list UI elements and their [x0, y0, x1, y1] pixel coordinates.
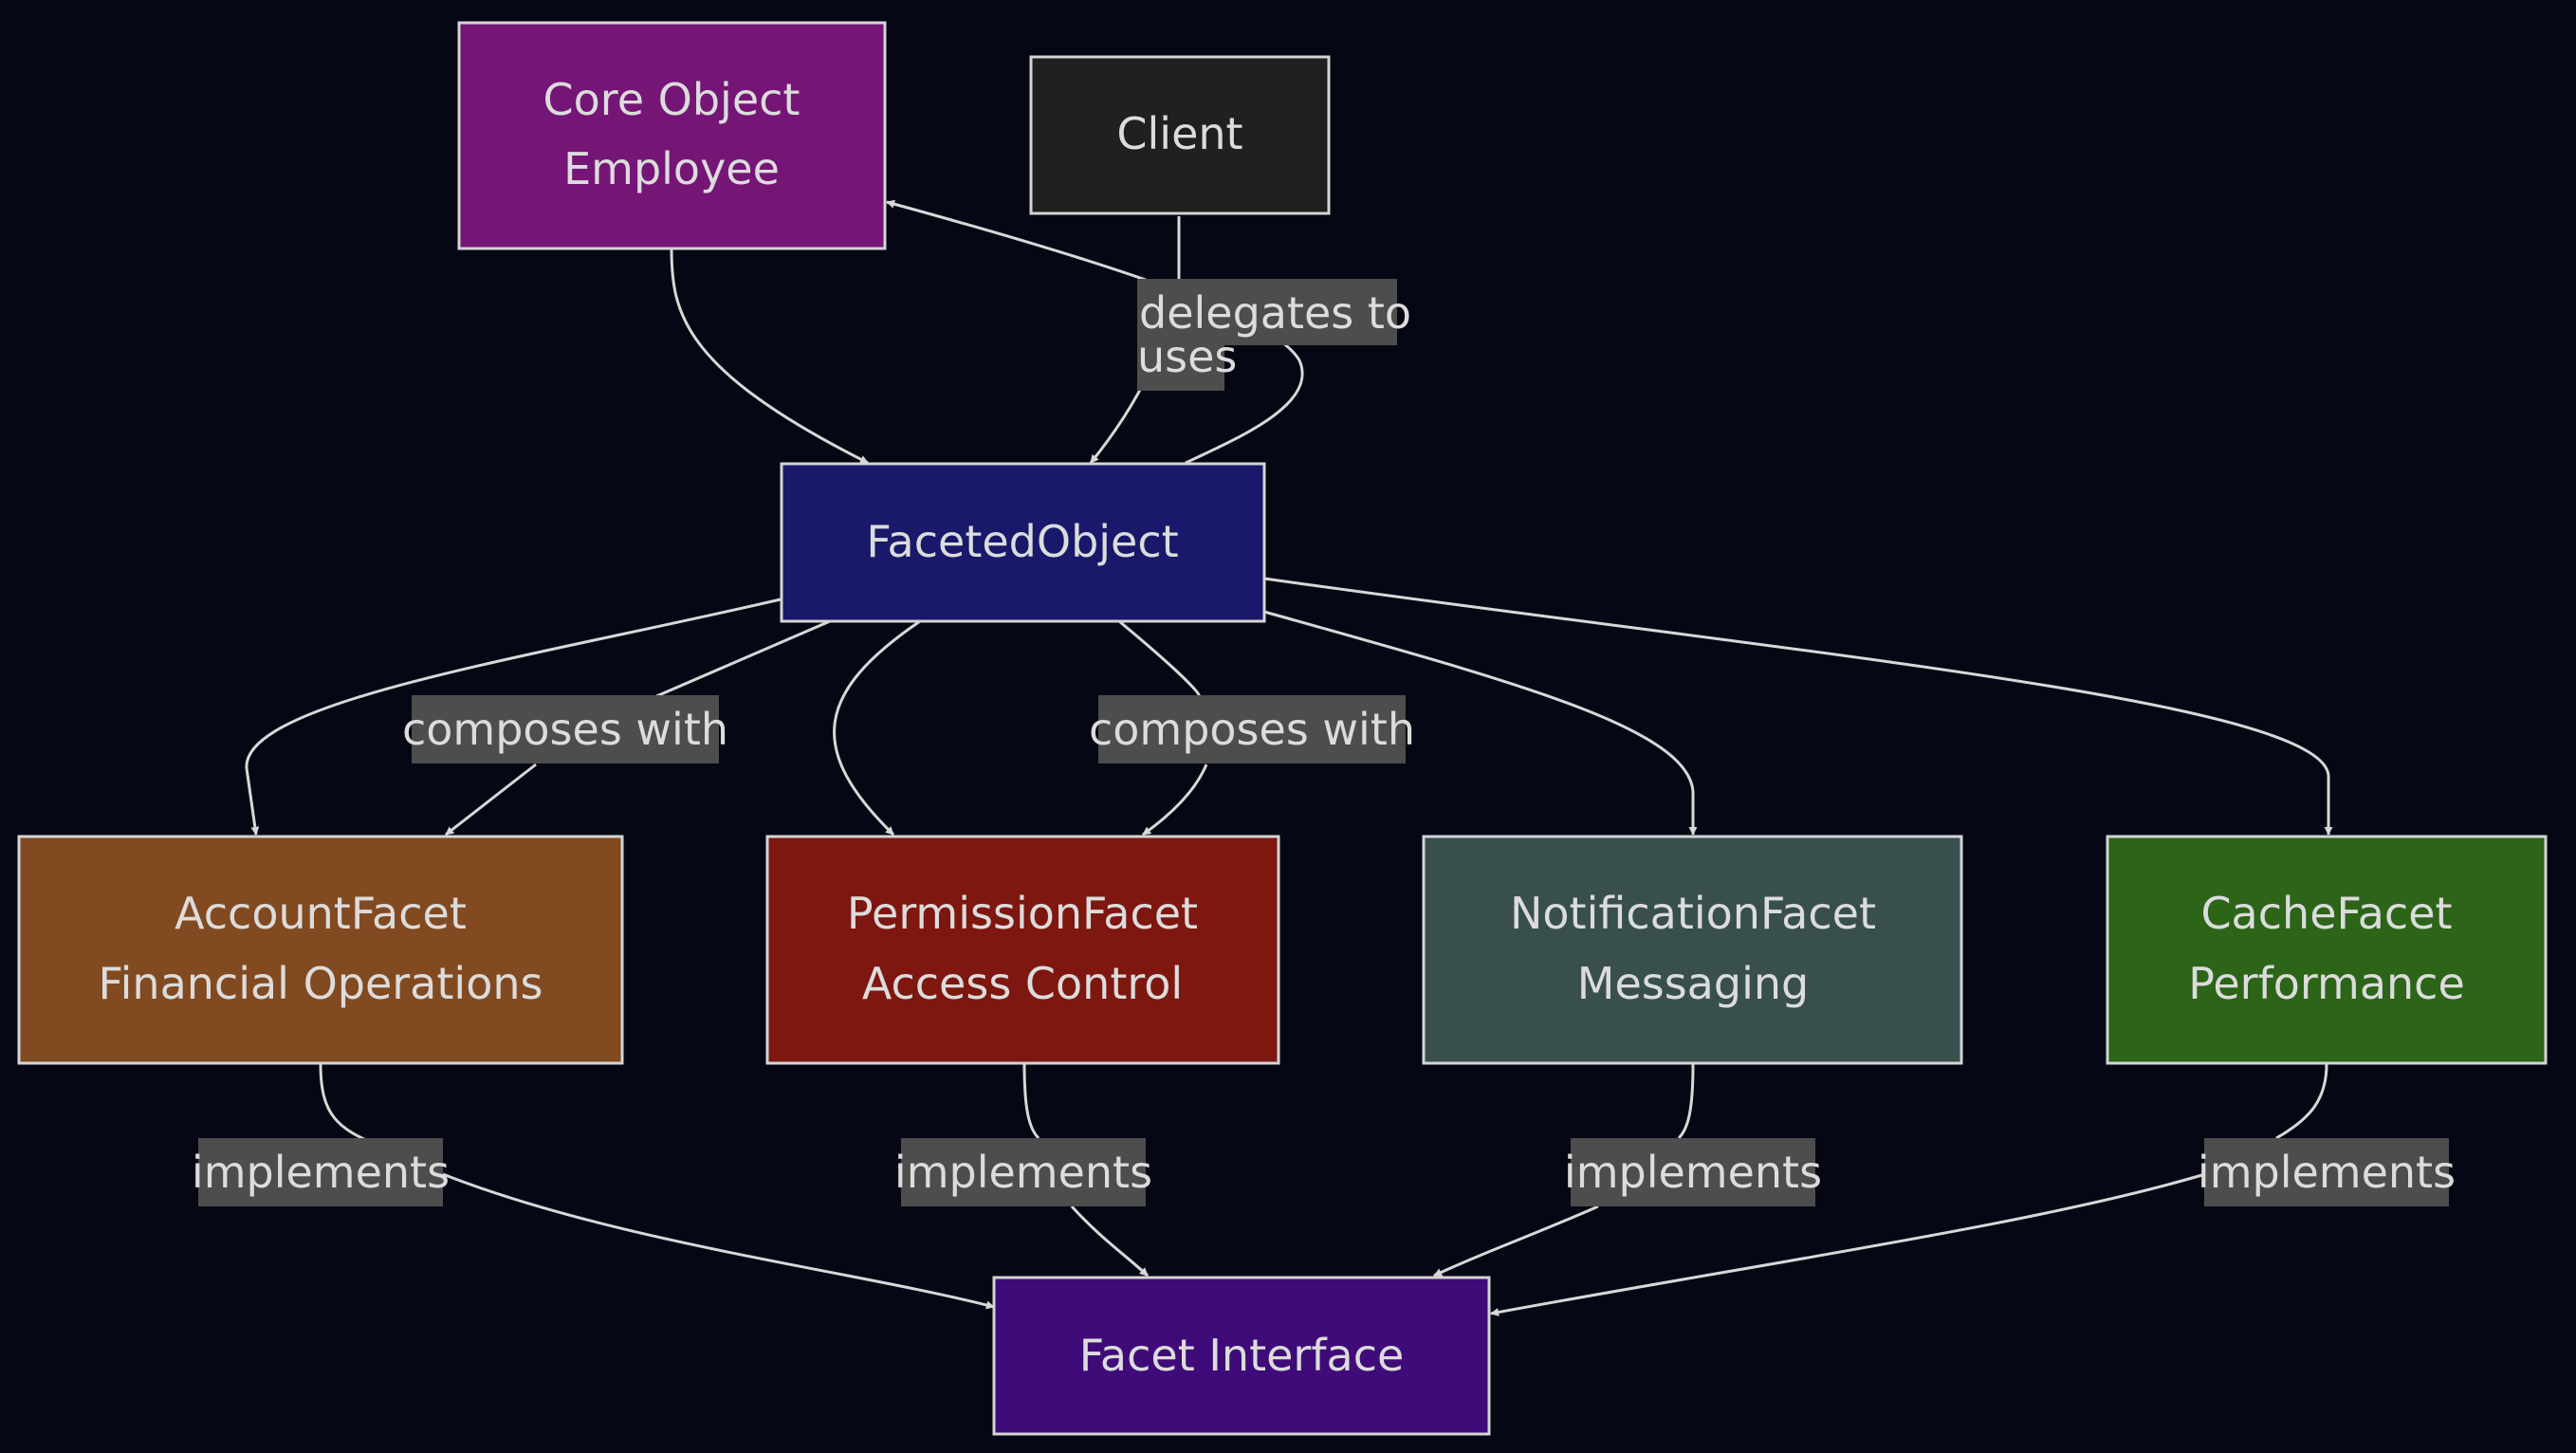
edge-notification-implements [1434, 1063, 1695, 1276]
node-cache-facet-subtitle: Performance [2188, 958, 2465, 1009]
label-implements-cache: implements [2198, 1138, 2456, 1206]
node-cache-facet-box [2106, 835, 2548, 1065]
edges [245, 199, 2333, 1314]
edge-permission-implements [1022, 1063, 1148, 1276]
edge-faceted-to-account [245, 598, 782, 836]
node-account-facet-box [17, 835, 624, 1065]
label-implements-permission-text: implements [894, 1147, 1152, 1198]
edge-faceted-to-notification [1263, 610, 1698, 836]
node-core-object-title: Core Object [543, 74, 800, 125]
node-notification-facet-subtitle: Messaging [1577, 958, 1809, 1009]
node-notification-facet-box [1422, 835, 1963, 1065]
edge-faceted-to-cache [1263, 577, 2333, 836]
label-implements-notification-text: implements [1564, 1147, 1822, 1198]
label-delegates-to-text: delegates to [1139, 287, 1411, 339]
edge-cache-implements [1491, 1063, 2328, 1314]
node-facet-interface[interactable]: Facet Interface [992, 1276, 1491, 1436]
node-core-object[interactable]: Core Object Employee [457, 21, 887, 250]
node-permission-facet-subtitle: Access Control [862, 958, 1183, 1009]
label-uses-text: uses [1137, 331, 1237, 382]
node-core-object-box [457, 21, 887, 250]
edge-faceted-delegates-core [886, 199, 1304, 465]
node-faceted-object-box [780, 462, 1266, 623]
edge-faceted-composes-account [446, 619, 831, 835]
node-faceted-object-title: FacetedObject [866, 516, 1178, 567]
node-cache-facet-title: CacheFacet [2200, 888, 2452, 939]
label-composes-with-account-text: composes with [402, 704, 728, 755]
edge-core-to-faceted [670, 248, 869, 465]
node-cache-facet[interactable]: CacheFacet Performance [2106, 835, 2548, 1065]
node-notification-facet[interactable]: NotificationFacet Messaging [1422, 835, 1963, 1065]
label-composes-with-permission: composes with [1089, 695, 1415, 763]
label-implements-permission: implements [894, 1138, 1152, 1206]
label-implements-account-text: implements [192, 1147, 450, 1198]
node-core-object-subtitle: Employee [563, 143, 780, 194]
edge-labels: delegates to uses composes with composes… [192, 279, 2456, 1206]
edge-faceted-to-permission [833, 619, 921, 837]
node-account-facet-subtitle: Financial Operations [99, 958, 543, 1009]
node-permission-facet-box [765, 835, 1280, 1065]
node-facet-interface-box [992, 1276, 1491, 1436]
edge-faceted-composes-permission [1118, 619, 1208, 835]
node-client-title: Client [1116, 108, 1242, 159]
label-implements-cache-text: implements [2198, 1147, 2456, 1198]
node-permission-facet[interactable]: PermissionFacet Access Control [765, 835, 1280, 1065]
node-client-box [1029, 55, 1331, 215]
label-composes-with-permission-text: composes with [1089, 704, 1415, 755]
node-faceted-object[interactable]: FacetedObject [780, 462, 1266, 623]
node-facet-interface-title: Facet Interface [1079, 1330, 1405, 1381]
node-notification-facet-title: NotificationFacet [1510, 888, 1876, 939]
label-uses: uses [1137, 331, 1237, 391]
label-delegates-to: delegates to [1137, 279, 1411, 345]
label-implements-account: implements [192, 1138, 450, 1206]
label-implements-notification: implements [1564, 1138, 1822, 1206]
node-permission-facet-title: PermissionFacet [847, 888, 1198, 939]
node-client[interactable]: Client [1029, 55, 1331, 215]
label-composes-with-account: composes with [402, 695, 728, 763]
node-account-facet[interactable]: AccountFacet Financial Operations [17, 835, 624, 1065]
node-account-facet-title: AccountFacet [175, 888, 467, 939]
